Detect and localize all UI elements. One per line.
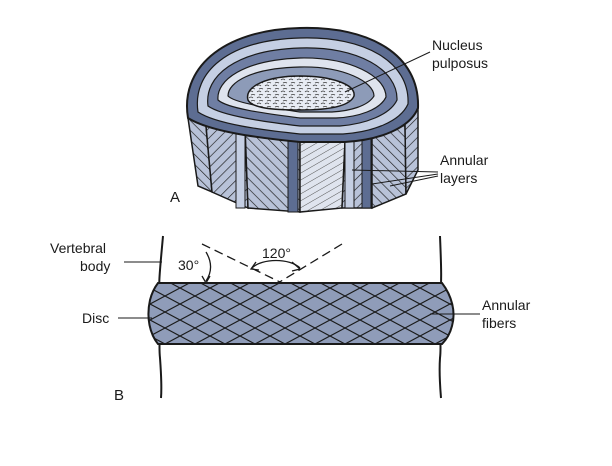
angle-30-label: 30° [178, 257, 199, 273]
angle-30-arrowhead [201, 275, 211, 285]
annular-fibers-label-line1: Annular [482, 297, 531, 313]
nucleus-label-line1: Nucleus [432, 37, 483, 53]
vertebral-label-line1: Vertebral [50, 240, 106, 256]
vertebral-label-line2: body [80, 258, 110, 274]
annular-layers-leader-line-3 [389, 175, 439, 187]
angle-30-arc [205, 251, 212, 282]
angle-120-label: 120° [262, 245, 291, 261]
annular-layers-leader-line-2 [371, 173, 439, 185]
angle-120-arrowhead-left [249, 261, 260, 271]
panel-b-letter: B [114, 387, 124, 404]
annular-fibers-label-line2: fibers [482, 315, 516, 331]
nucleus-leader-line [344, 51, 431, 93]
annular-layers-label-line1: Annular [440, 152, 489, 168]
angle-120-arrowhead-right [291, 261, 302, 272]
fiber-angle-line-left [201, 243, 283, 284]
annular-layers-label-line2: layers [440, 170, 477, 186]
angle-120-arc [251, 259, 301, 269]
annular-layers-leader-line-1 [351, 169, 439, 173]
disc-shape [147, 282, 455, 345]
nucleus-label-line2: pulposus [432, 55, 488, 71]
panel-a-disc-cutaway: Nucleus pulposus Annular layers A [170, 26, 489, 213]
fiber-angle-line-right [277, 243, 343, 284]
disc-label: Disc [82, 310, 109, 326]
panel-b-disc-side-view: Vertebral body Disc 30° 120° Annular fib… [50, 235, 531, 404]
nucleus-pulposus-shape [246, 75, 355, 111]
panel-a-letter: A [170, 189, 180, 206]
